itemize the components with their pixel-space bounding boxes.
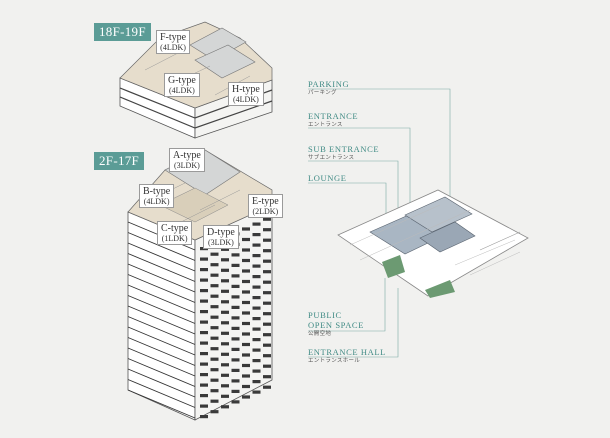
unit-label-f: F-type(4LDK) [156,30,191,54]
label-lounge: LOUNGE [308,173,347,183]
unit-label-d: D-type(3LDK) [203,225,239,249]
floor-tag-upper: 18F-19F [94,23,151,41]
unit-label-h: H-type(4LDK) [228,82,264,106]
unit-label-b: B-type(4LDK) [139,184,175,208]
floor-tag-lower: 2F-17F [94,152,145,170]
unit-label-g: G-type(4LDK) [164,73,200,97]
unit-label-c: C-type(1LDK) [157,221,193,245]
site-plan [337,189,529,298]
unit-label-a: A-type(3LDK) [169,148,205,172]
unit-label-e: E-type(2LDK) [248,194,283,218]
